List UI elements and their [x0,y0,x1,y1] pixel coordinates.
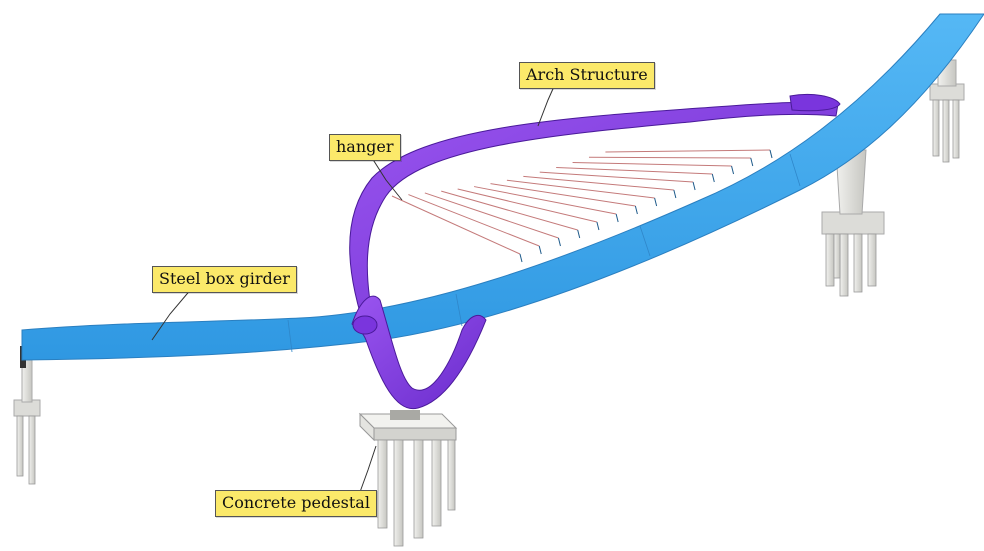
steel-box-girder-label: Steel box girder [152,266,297,293]
left-abutment [14,346,40,484]
hanger-cable [441,191,577,230]
concrete-pedestal [360,410,456,546]
hanger-cable [458,189,597,222]
hanger-cable [425,193,559,238]
hanger-anchor [539,246,541,254]
hanger-anchor [520,254,522,262]
pedestal-leader [360,446,376,492]
hanger-anchor [770,150,772,158]
hanger-anchor [597,222,599,230]
concrete-pedestal-label: Concrete pedestal [215,490,377,517]
hanger-anchor [693,182,695,190]
hanger-cable [392,196,520,254]
hanger-cable [605,150,770,152]
hanger-cable [573,162,732,166]
hanger-cable [523,176,674,190]
hanger-anchor [712,174,714,182]
hanger-cable [556,167,712,174]
hanger-anchor [655,198,657,206]
hanger-anchor [578,230,580,238]
hanger-cable [589,157,751,158]
hanger-label: hanger [329,134,401,161]
arch-structure-label: Arch Structure [519,62,655,89]
hanger-cable [540,172,693,182]
hanger-anchor [616,214,618,222]
hanger-anchor [732,166,734,174]
hanger-cable [408,195,539,246]
hanger-anchor [751,158,753,166]
hanger-anchor [635,206,637,214]
hanger-anchor [674,190,676,198]
hanger-anchor [558,238,560,246]
